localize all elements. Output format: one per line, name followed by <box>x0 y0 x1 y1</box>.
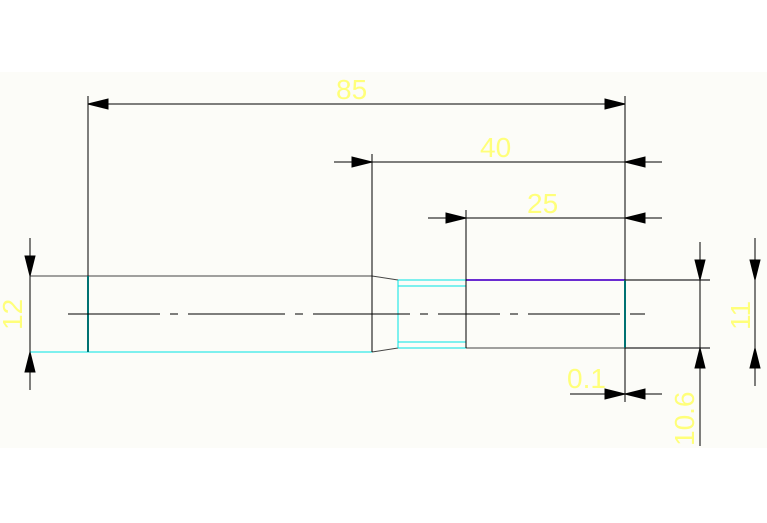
shaft-chamfer-bottom <box>371 347 399 353</box>
dimension-40-label: 40 <box>480 132 511 163</box>
dimension-25-label: 25 <box>527 188 558 219</box>
dimension-10-6 <box>694 242 706 446</box>
dimension-40 <box>334 154 662 352</box>
drawing-area <box>0 72 767 448</box>
dimension-11-label: 11 <box>725 301 756 330</box>
shaft-chamfer-top <box>371 275 399 281</box>
dimension-0-1 <box>570 388 662 400</box>
dimension-12 <box>24 238 36 390</box>
dimension-12-label: 12 <box>0 299 28 330</box>
dimension-10-6-label: 10.6 <box>669 392 700 447</box>
dimension-85 <box>87 96 626 402</box>
dimension-11 <box>749 238 761 386</box>
dimension-85-label: 85 <box>336 74 367 105</box>
dimension-25 <box>428 210 662 348</box>
dimension-0-1-label: 0.1 <box>567 363 606 394</box>
